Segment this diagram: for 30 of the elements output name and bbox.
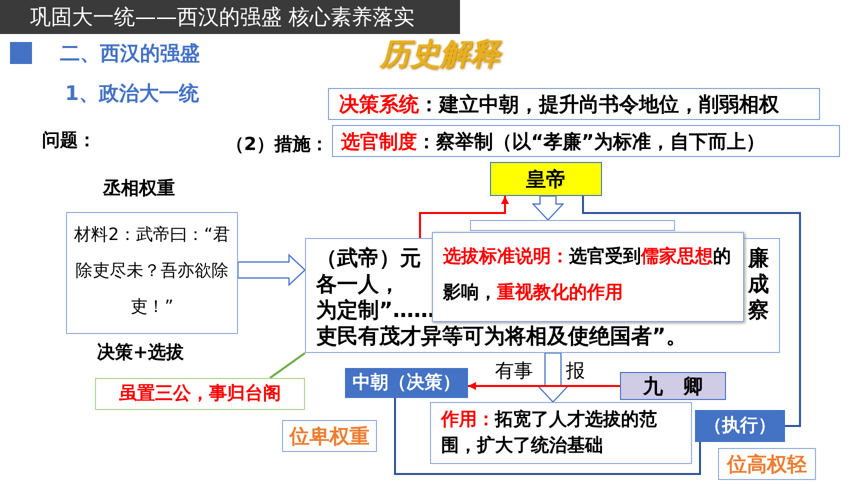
box [470, 220, 675, 231]
text-label: 丞相权重 [103, 177, 175, 200]
office-box: 中朝（决策） [345, 368, 468, 398]
tag-box: 位卑权重 [282, 420, 377, 452]
heading: 二、西汉的强盛 [60, 40, 200, 67]
tag-box: 位高权轻 [718, 448, 816, 480]
source-text-box: 材料2：武帝曰：“君除吏尽未？吾亦欲除吏！” [66, 212, 238, 334]
text-label: 问题： [42, 129, 96, 152]
arrow [419, 196, 509, 238]
emperor-box: 皇帝 [490, 162, 602, 196]
connector-line [394, 398, 701, 475]
text-label: 决策+选拔 [97, 341, 184, 364]
callout-box: 虽置三公，事归台阁 [95, 378, 305, 410]
title-bar: 巩固大一统——西汉的强盛 核心素养落实 [0, 0, 460, 34]
text-box: 选官制度：察举制（以“孝廉”为标准，自下而上） [332, 125, 840, 157]
text-label: 报 [566, 359, 585, 384]
arrow [468, 382, 620, 390]
connector-line [582, 196, 801, 427]
office-box: 九 卿 [620, 372, 726, 400]
office-box: （执行） [695, 410, 785, 442]
block-arrow [532, 195, 564, 221]
text-box: 决策系统：建立中朝，提升尚书令地位，削弱相权 [328, 88, 820, 120]
block-arrow [536, 352, 570, 403]
text-label: 有事 [495, 359, 533, 384]
block-arrow [237, 254, 306, 286]
text-label: （2）措施： [226, 133, 329, 156]
note-box: 作用：拓宽了人才选拔的范围，扩大了统治基础 [430, 402, 692, 464]
stamp-text: 历史解释 [380, 34, 500, 75]
heading: 1、政治大一统 [65, 80, 199, 107]
leader-line [269, 352, 306, 379]
